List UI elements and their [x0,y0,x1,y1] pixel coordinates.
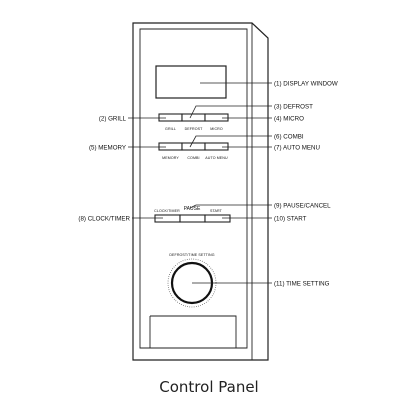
dial-label: DEFROST/TIME SETTING [169,253,214,257]
pause-button-label: PAUSE [184,206,201,212]
defrost-button[interactable] [181,113,206,122]
micro-button-label: MICRO [210,127,223,131]
label-micro: (4) MICRO [274,116,304,123]
panel-body [132,22,269,361]
label-clock-timer: (8) CLOCK/TIMER [78,216,130,223]
label-grill: (2) GRILL [99,116,127,123]
label-memory: (5) MEMORY [89,145,126,152]
clock-timer-button[interactable] [154,214,181,223]
label-pause-cancel: (9) PAUSE/CANCEL [274,203,331,210]
combi-button-label: COMBI [187,156,199,160]
memory-button-label: MEMORY [162,156,179,160]
auto-menu-button[interactable] [204,142,229,151]
memory-button[interactable] [158,142,183,151]
auto-menu-button-label: AUTO MENU [205,156,228,160]
defrost-button-label: DEFROST [185,127,204,131]
start-button-label: START [210,209,223,213]
label-auto-menu: (7) AUTO MENU [274,145,320,152]
caption: Control Panel [159,378,258,396]
grill-button[interactable] [158,113,183,122]
combi-button[interactable] [181,142,206,151]
label-time-setting: (11) TIME SETTING [274,281,330,288]
label-combi: (6) COMBI [274,134,304,141]
grill-button-label: GRILL [165,127,176,131]
start-button[interactable] [204,214,231,223]
label-display-window: (1) DISPLAY WINDOW [274,81,338,88]
clock-timer-button-label: CLOCK/TIMER [154,209,180,213]
label-start: (10) START [274,216,307,223]
pause-button[interactable] [179,214,206,223]
label-defrost: (3) DEFROST [274,104,313,111]
micro-button[interactable] [204,113,229,122]
display-window [155,65,227,99]
leader-lines [128,82,272,284]
